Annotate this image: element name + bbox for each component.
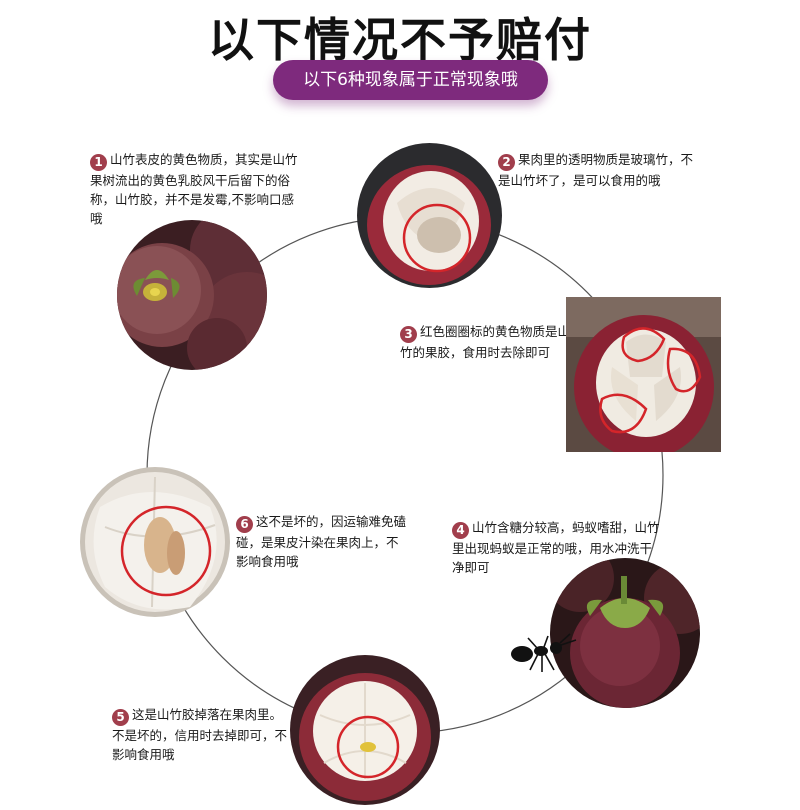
photo-translucent-flesh [357,143,502,288]
photo-mangosteen-gum [117,220,267,370]
ant-illustration [511,633,577,672]
photo-gum-in-flesh [290,655,440,805]
page-title: 以下情况不予赔付 [208,13,592,67]
photo-fruit-gum [566,297,721,452]
number-badge: 1 [90,154,107,171]
caption-text: 这是山竹胶掉落在果肉里。不是坏的，信用时去掉即可，不影响食用哦 [112,707,288,762]
photo-stained-flesh [80,467,230,617]
caption-text: 这不是坏的，因运输难免磕碰，是果皮汁染在果肉上，不影响食用哦 [236,514,407,569]
number-badge: 6 [236,516,253,533]
subtitle-banner: 以下6种现象属于正常现象哦 [273,60,548,100]
caption-text: 红色圈圈标的黄色物质是山竹的果胶，食用时去除即可 [400,324,571,360]
caption-text: 山竹表皮的黄色物质，其实是山竹果树流出的黄色乳胶风干后留下的俗称，山竹胶，并不是… [90,152,298,226]
number-badge: 2 [498,154,515,171]
number-badge: 3 [400,326,417,343]
number-badge: 5 [112,709,129,726]
caption-text: 山竹含糖分较高，蚂蚁嗜甜，山竹里出现蚂蚁是正常的哦，用水冲洗干净即可 [452,520,660,575]
photo-mangosteen-ant [550,558,700,708]
caption-text: 果肉里的透明物质是玻璃竹，不是山竹坏了，是可以食用的哦 [498,152,694,188]
number-badge: 4 [452,522,469,539]
